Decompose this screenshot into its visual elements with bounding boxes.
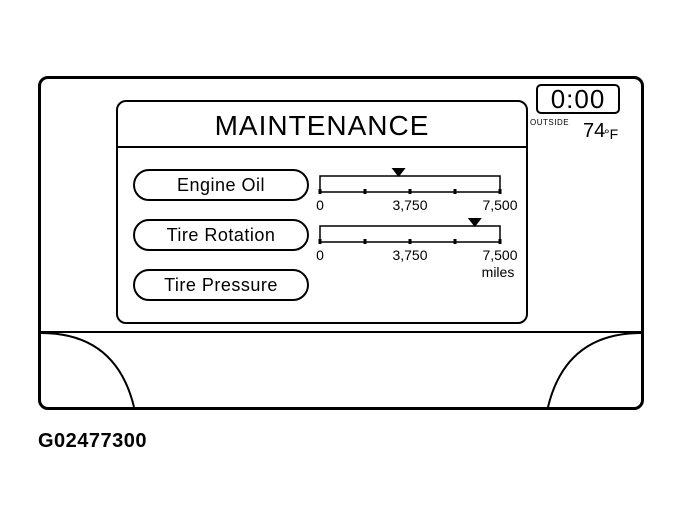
clock-time: 0:00 (550, 83, 606, 114)
engine-oil-tick-mid: 3,750 (392, 197, 427, 213)
engine-oil-marker-icon (391, 168, 406, 177)
figure-id: G02477300 (38, 430, 148, 452)
maintenance-screen: MAINTENANCE Engine Oil Tire Rotation Tir… (116, 100, 528, 324)
tire-rotation-tick-min: 0 (316, 247, 324, 263)
temperature-unit: °F (604, 126, 619, 142)
engine-oil-gauge: 0 3,750 7,500 (316, 168, 518, 213)
engine-oil-tick-min: 0 (316, 197, 324, 213)
engine-oil-button[interactable]: Engine Oil (133, 169, 309, 201)
engine-oil-tick-max: 7,500 (482, 197, 517, 213)
tire-rotation-tick-mid: 3,750 (392, 247, 427, 263)
units-label: miles (482, 264, 515, 280)
gauge-area: 0 3,750 7,500 0 3,750 7,500 miles (316, 168, 518, 280)
outside-temperature: 74 (583, 120, 606, 142)
bezel-lower-curves (41, 332, 641, 407)
tire-rotation-button[interactable]: Tire Rotation (133, 219, 309, 251)
tire-pressure-label: Tire Pressure (164, 274, 278, 295)
clock-display: 0:00 (536, 84, 620, 114)
bezel-divider (41, 331, 641, 333)
tire-rotation-marker-icon (467, 218, 482, 227)
screen-title: MAINTENANCE (214, 110, 430, 141)
title-divider (118, 146, 526, 148)
engine-oil-label: Engine Oil (176, 174, 266, 195)
outside-label: OUTSIDE (530, 118, 570, 127)
tire-rotation-tick-max: 7,500 (482, 247, 517, 263)
tire-rotation-gauge: 0 3,750 7,500 (316, 218, 518, 263)
tire-pressure-button[interactable]: Tire Pressure (133, 269, 309, 301)
tire-rotation-label: Tire Rotation (166, 224, 276, 245)
